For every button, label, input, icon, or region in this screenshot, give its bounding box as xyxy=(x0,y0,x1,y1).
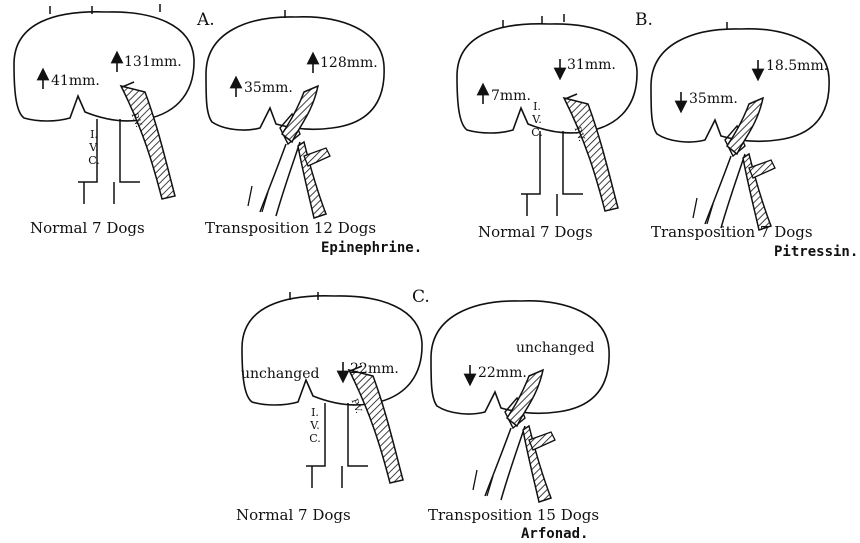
section-a-transposition-caption: Transposition 12 Dogs xyxy=(205,221,376,236)
section-a-ivc-label: I.V.C. xyxy=(88,128,100,167)
section-c-normal-portal-value: 22mm. xyxy=(350,362,399,376)
section-a-transposition-liver xyxy=(206,17,384,218)
section-b-transposition-portal-value: 18.5mm. xyxy=(766,59,828,73)
section-c-transposition-caption: Transposition 15 Dogs xyxy=(428,508,599,523)
section-c-letter: C. xyxy=(412,289,430,306)
section-c-normal-caption: Normal 7 Dogs xyxy=(236,508,351,523)
section-c-ivc-label: I.V.C. xyxy=(309,406,321,445)
section-b-letter: B. xyxy=(635,12,653,29)
section-b-transposition-hepatic-value: 35mm. xyxy=(689,92,738,106)
section-a-normal-liver xyxy=(14,12,194,204)
section-b-ivc-label: I.V.C. xyxy=(531,100,543,139)
section-c-normal-hepatic-value: unchanged xyxy=(241,367,319,381)
section-c-normal-liver xyxy=(242,296,422,488)
section-c-transposition-hepatic-value: 22mm. xyxy=(478,366,527,380)
section-a-letter: A. xyxy=(197,12,215,29)
section-a-drug-name: Epinephrine. xyxy=(321,241,422,255)
section-b-normal-caption: Normal 7 Dogs xyxy=(478,225,593,240)
section-c-transposition-portal-value: unchanged xyxy=(516,341,594,355)
section-c-drug-name: Arfonad. xyxy=(521,527,588,541)
section-a-transposition-portal-value: 128mm. xyxy=(320,56,378,70)
section-c-transposition-liver xyxy=(431,301,609,502)
section-b-normal-hepatic-value: 7mm. xyxy=(491,89,531,103)
section-b-transposition-caption: Transposition 7 Dogs xyxy=(651,225,813,240)
section-a-normal-hepatic-value: 41mm. xyxy=(51,74,100,88)
section-a-normal-caption: Normal 7 Dogs xyxy=(30,221,145,236)
section-b-normal-liver xyxy=(457,24,637,216)
section-a-normal-portal-value: 131mm. xyxy=(124,55,182,69)
section-b-normal-portal-value: 31mm. xyxy=(567,58,616,72)
section-a-transposition-hepatic-value: 35mm. xyxy=(244,81,293,95)
section-b-drug-name: Pitressin. xyxy=(774,245,858,259)
